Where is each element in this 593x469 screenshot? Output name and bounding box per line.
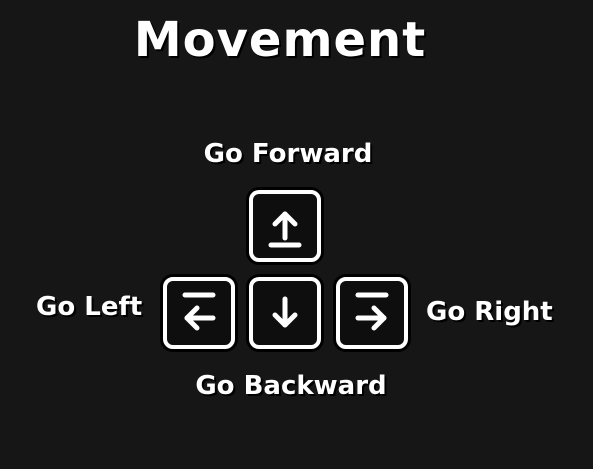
up-arrow-key[interactable]: [249, 190, 321, 262]
go-backward-label: Go Backward: [195, 371, 387, 401]
go-forward-label: Go Forward: [203, 139, 373, 169]
arrow-down-icon: [272, 296, 298, 328]
down-arrow-key[interactable]: [249, 277, 321, 349]
go-left-label: Go Left: [36, 292, 143, 322]
arrow-left-icon: [182, 292, 216, 331]
arrow-up-icon: [268, 211, 302, 248]
go-right-label: Go Right: [426, 297, 553, 327]
page-title: Movement: [133, 12, 427, 68]
arrow-right-icon: [355, 292, 389, 331]
left-arrow-key[interactable]: [163, 277, 235, 349]
right-arrow-key[interactable]: [336, 277, 408, 349]
